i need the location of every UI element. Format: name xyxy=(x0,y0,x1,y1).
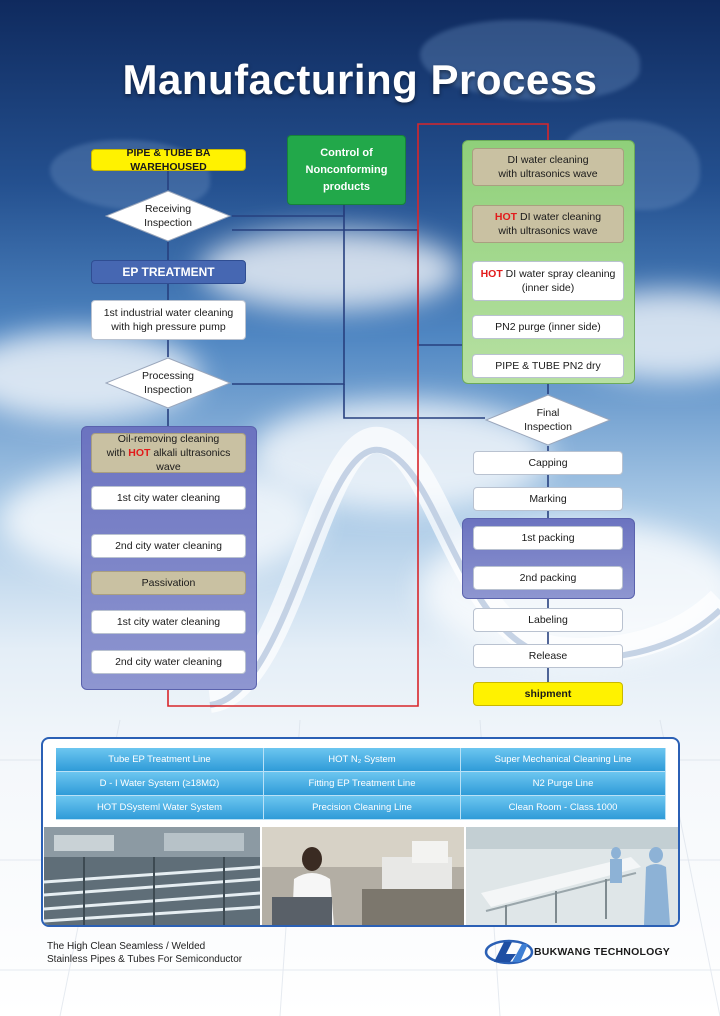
shipment-step: shipment xyxy=(473,682,623,706)
tagline-line1: The High Clean Seamless / Welded xyxy=(47,941,206,952)
clean-room-photo xyxy=(466,827,678,925)
ep-treatment-label: EP TREATMENT xyxy=(122,265,215,279)
di-water-cleaning-step: DI water cleaning with ultrasonics wave xyxy=(472,148,624,186)
facility-cell: HOT DSysteml Water System xyxy=(56,796,264,820)
release-step: Release xyxy=(473,644,623,668)
step-label: Capping xyxy=(528,457,568,469)
step-label: 2nd city water cleaning xyxy=(115,656,222,668)
step-label: PIPE & TUBE PN2 dry xyxy=(495,360,601,372)
step-label-line1: DI water cleaning xyxy=(507,154,589,166)
marking-step: Marking xyxy=(473,487,623,511)
step-label: 2nd city water cleaning xyxy=(115,540,222,552)
step-label: PN2 purge (inner side) xyxy=(495,321,601,333)
step-label: 1st packing xyxy=(521,532,575,544)
facilities-panel: Tube EP Treatment Line HOT N₂ System Sup… xyxy=(41,737,680,927)
packing-1-step: 1st packing xyxy=(473,526,623,550)
step-label: shipment xyxy=(524,688,572,700)
passivation-step: Passivation xyxy=(91,571,246,595)
step-label: Release xyxy=(528,650,568,662)
hot-di-spray-cleaning-step: HOT DI water spray cleaning (inner side) xyxy=(472,261,624,301)
step-label-line2: with high pressure pump xyxy=(111,321,226,333)
step-label: 1st city water cleaning xyxy=(116,492,221,504)
ep-treatment-header: EP TREATMENT xyxy=(91,260,246,284)
ep-treatment-line-photo xyxy=(44,827,260,925)
company-logo-icon xyxy=(484,939,534,965)
step-label: 1st city water cleaning xyxy=(116,616,221,628)
facility-cell: Clean Room - Class.1000 xyxy=(461,796,666,820)
facility-cell: HOT N₂ System xyxy=(264,748,461,772)
step-label: Passivation xyxy=(141,577,196,589)
capping-step: Capping xyxy=(473,451,623,475)
facility-cell: D - I Water System (≥18MΩ) xyxy=(56,772,264,796)
facility-cell: N2 Purge Line xyxy=(461,772,666,796)
decision-label-line2: Inspection xyxy=(524,421,572,433)
city-water-cleaning-1b-step: 1st city water cleaning xyxy=(91,610,246,634)
decision-label-line1: Receiving xyxy=(144,203,192,215)
hot-label: HOT xyxy=(128,447,151,459)
step-label: 2nd packing xyxy=(519,572,577,584)
page-title: Manufacturing Process xyxy=(122,56,598,103)
facility-cell: Fitting EP Treatment Line xyxy=(264,772,461,796)
control-label-line1: Control of xyxy=(320,146,373,159)
step-label-line2: (inner side) xyxy=(521,282,575,294)
pn2-dry-step: PIPE & TUBE PN2 dry xyxy=(472,354,624,378)
step-label-line2: with ultrasonics wave xyxy=(498,225,598,237)
step-label-suffix: DI water cleaning xyxy=(517,211,602,223)
packing-2-step: 2nd packing xyxy=(473,566,623,590)
step-label-line1: 1st industrial water cleaning xyxy=(103,307,234,319)
step-label-line2: with ultrasonics wave xyxy=(498,168,598,180)
city-water-cleaning-1-step: 1st city water cleaning xyxy=(91,486,246,510)
city-water-cleaning-2-step: 2nd city water cleaning xyxy=(91,534,246,558)
step-label: Marking xyxy=(529,493,567,505)
hot-di-water-cleaning-step: HOT DI water cleaning with ultrasonics wa… xyxy=(472,205,624,243)
control-label-line2: Nonconforming xyxy=(305,163,388,176)
control-label-line3: products xyxy=(322,180,371,193)
pipe-tube-warehoused-step: PIPE & TUBE BA WAREHOUSED xyxy=(91,147,246,173)
decision-label-line2: Inspection xyxy=(144,384,192,396)
facility-cell: Tube EP Treatment Line xyxy=(56,748,264,772)
map-continent-shape xyxy=(420,20,640,100)
tagline: The High Clean Seamless / Welded Stainle… xyxy=(47,940,242,966)
step-label-suffix: DI water spray cleaning xyxy=(502,268,616,280)
facility-cell: Precision Cleaning Line xyxy=(264,796,461,820)
pn2-purge-step: PN2 purge (inner side) xyxy=(472,315,624,339)
oil-removing-step: Oil-removing cleaning with HOT alkali ult… xyxy=(91,433,246,473)
control-nonconforming-box: Control of Nonconforming products xyxy=(287,135,406,205)
step-label-prefix: with xyxy=(106,447,129,459)
facilities-grid: Tube EP Treatment Line HOT N₂ System Sup… xyxy=(56,748,666,820)
facility-cell: Super Mechanical Cleaning Line xyxy=(461,748,666,772)
decision-label-line1: Processing xyxy=(142,370,194,382)
step-label: Labeling xyxy=(528,614,568,626)
industrial-water-cleaning-step: 1st industrial water cleaning with high p… xyxy=(91,300,246,340)
step-label: PIPE & TUBE BA WAREHOUSED xyxy=(126,147,211,173)
decision-label-line2: Inspection xyxy=(144,217,192,229)
lab-technician-photo xyxy=(262,827,464,925)
company-name: BUKWANG TECHNOLOGY xyxy=(534,946,671,958)
hot-label: HOT xyxy=(494,211,518,223)
labeling-step: Labeling xyxy=(473,608,623,632)
tagline-line2: Stainless Pipes & Tubes For Semiconducto… xyxy=(47,954,243,965)
step-label-suffix: alkali ultrasonics wave xyxy=(150,447,231,473)
city-water-cleaning-2b-step: 2nd city water cleaning xyxy=(91,650,246,674)
decision-label-line1: Final xyxy=(536,407,560,419)
step-label-line1: Oil-removing cleaning xyxy=(117,433,220,445)
hot-label: HOT xyxy=(480,268,503,280)
